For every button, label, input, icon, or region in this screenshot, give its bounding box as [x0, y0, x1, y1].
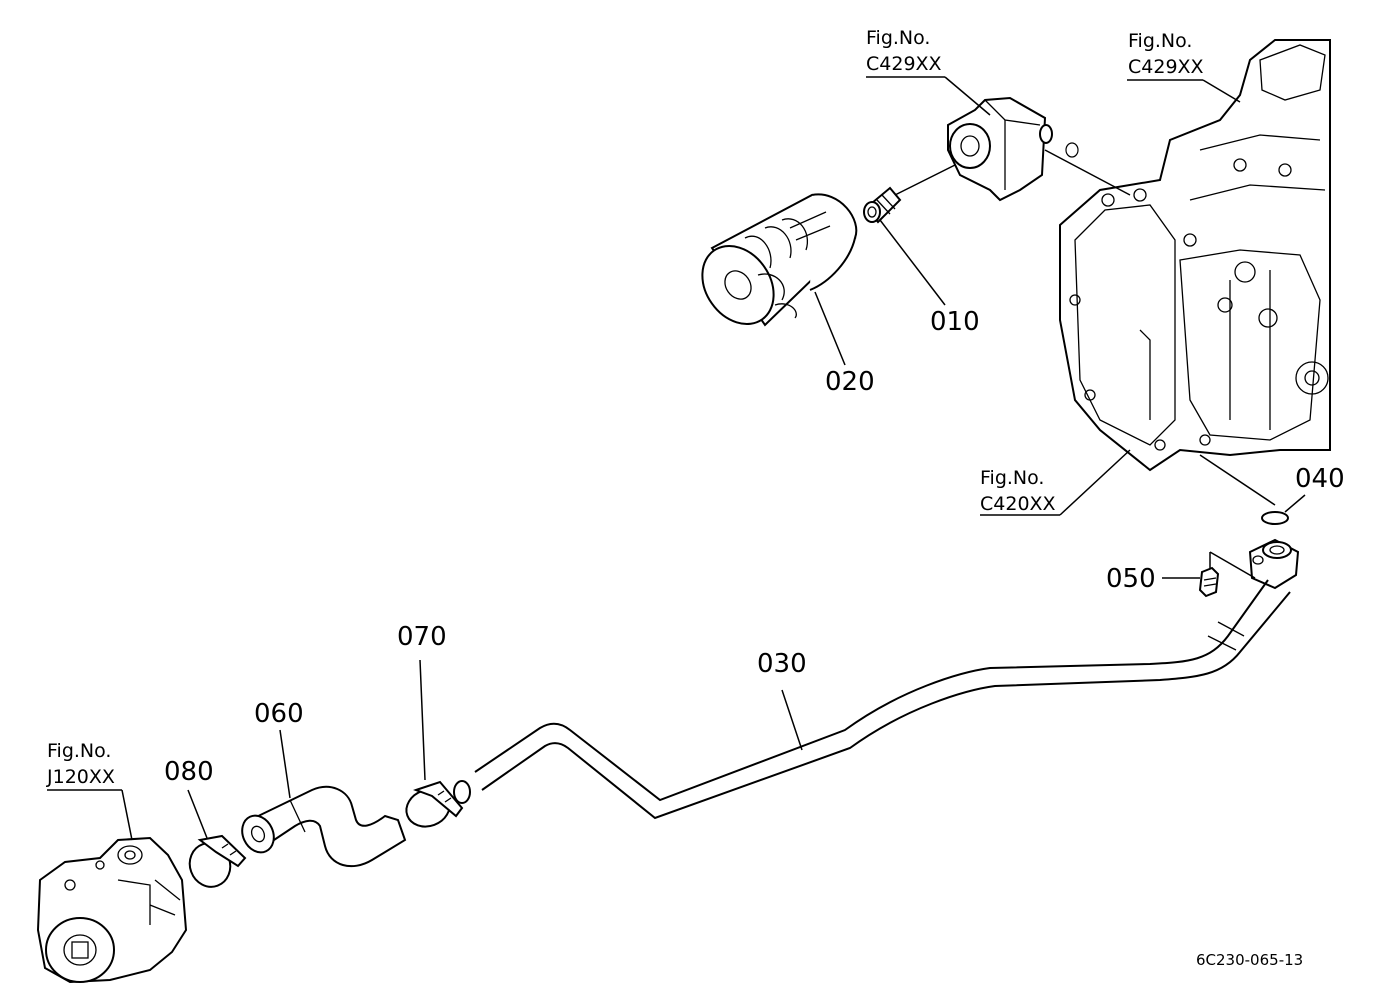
callout-030: 030 [757, 649, 807, 679]
figure-ref-c429-top: Fig.No. C429XX [866, 27, 942, 75]
part-050-plug [1198, 566, 1220, 598]
fig-ref-code: J120XX [46, 766, 115, 788]
fig-ref-prefix: Fig.No. [1128, 30, 1192, 52]
figure-ref-c420: Fig.No. C420XX [980, 467, 1056, 515]
fig-ref-code: C429XX [866, 53, 942, 75]
part-030-pipe [474, 579, 1291, 820]
figure-ref-c429-right: Fig.No. C429XX [1128, 30, 1204, 78]
part-020-oil-filter [701, 193, 858, 327]
filter-base [947, 96, 1079, 202]
callout-040: 040 [1295, 464, 1345, 494]
hydraulic-pump [36, 836, 188, 984]
callout-050: 050 [1106, 564, 1156, 594]
fig-ref-code: C429XX [1128, 56, 1204, 78]
callout-070: 070 [397, 622, 447, 652]
callout-020: 020 [825, 367, 875, 397]
fig-ref-prefix: Fig.No. [980, 467, 1044, 489]
pipe-fitting [1248, 538, 1300, 590]
part-040-o-ring [1261, 511, 1289, 525]
part-080-clamp [188, 834, 247, 888]
part-070-clamp [405, 780, 471, 828]
figure-ref-j120: Fig.No. J120XX [46, 740, 115, 788]
transmission-housing [1059, 39, 1331, 472]
callout-010: 010 [930, 307, 980, 337]
part-010-nipple [863, 186, 902, 224]
part-060-hose [241, 785, 407, 868]
callout-060: 060 [254, 699, 304, 729]
fig-ref-code: C420XX [980, 493, 1056, 515]
fig-ref-prefix: Fig.No. [47, 740, 111, 762]
drawing-code: 6C230-065-13 [1196, 951, 1303, 969]
callout-080: 080 [164, 757, 214, 787]
leader-lines [47, 76, 1306, 841]
fig-ref-prefix: Fig.No. [866, 27, 930, 49]
